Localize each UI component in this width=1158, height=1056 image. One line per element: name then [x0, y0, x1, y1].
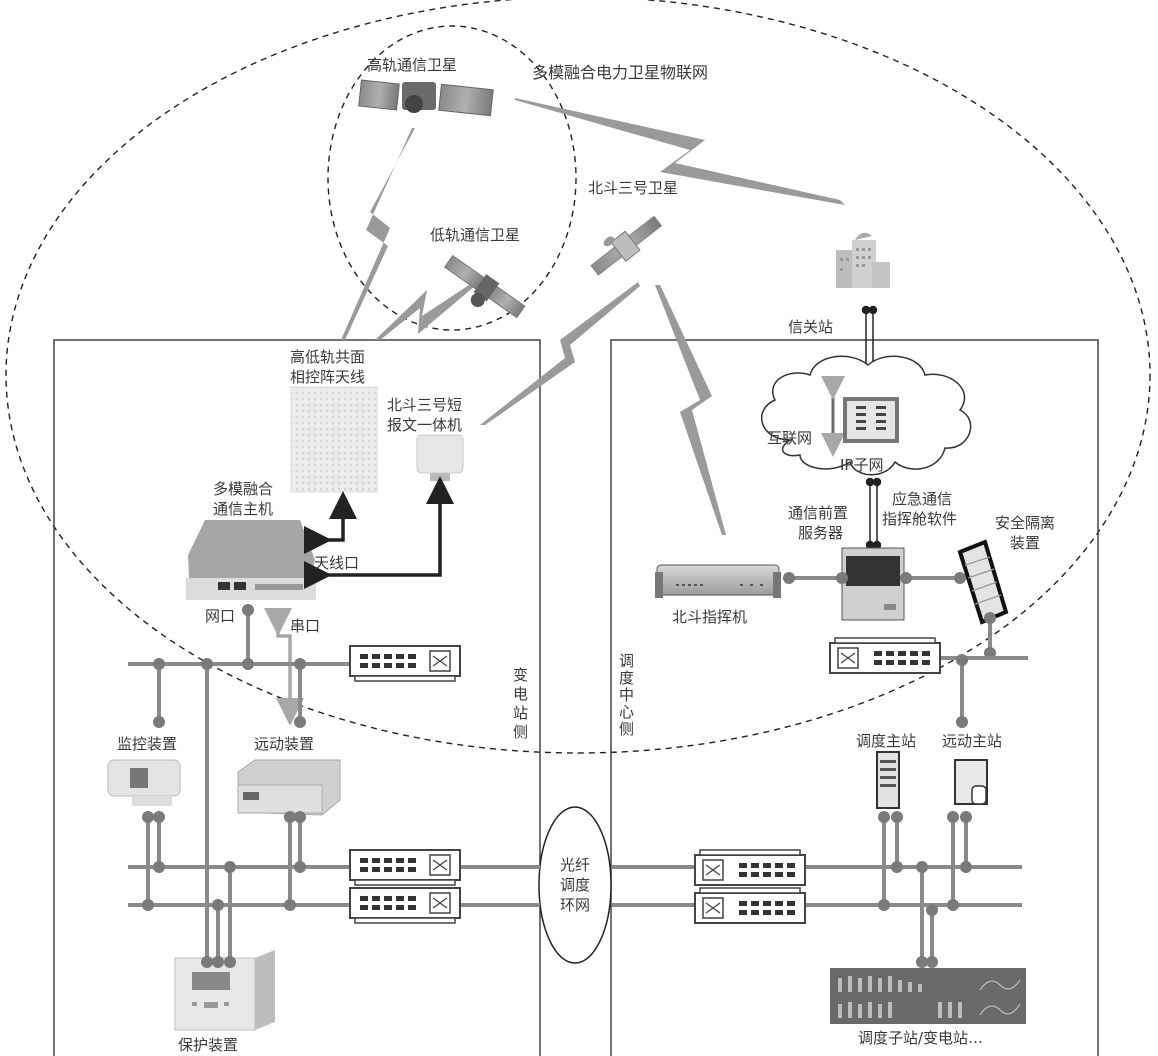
svg-text:变电站侧: 变电站侧 [513, 666, 528, 741]
svg-text:调度中心侧: 调度中心侧 [619, 652, 634, 738]
antenna-label-2: 相控阵天线 [290, 368, 365, 386]
dispatch-lower-links [612, 811, 1022, 968]
satellite-group-boundary [327, 25, 577, 331]
dispatch-region-label: 调度中心侧 [619, 652, 634, 738]
beidou-terminal-icon [416, 434, 464, 481]
dispatch-region [610, 339, 1099, 1056]
beidou-commander-icon [655, 564, 781, 598]
serial-port-label: 串口 [290, 617, 320, 635]
svg-text:光纤: 光纤 [560, 856, 590, 874]
monitor-camera-icon [107, 759, 181, 806]
wireless-links [341, 98, 845, 535]
leo-satellite-label: 低轨通信卫星 [430, 226, 520, 244]
diagram-title: 多模融合电力卫星物联网 [532, 63, 708, 82]
antenna-port-label: 天线口 [314, 554, 359, 572]
substation-lower-links [128, 811, 540, 968]
protection-device-icon [174, 950, 275, 1031]
gateway-station-icon [836, 232, 890, 288]
substation-upper-links [128, 604, 350, 962]
beidou-commander-label: 北斗指挥机 [672, 608, 747, 626]
security-isolation-icon [957, 539, 1009, 625]
beidou-terminal-label-1: 北斗三号短 [387, 396, 462, 414]
dispatch-switch-ring-2 [694, 887, 806, 924]
telecontrol-label: 远动装置 [254, 735, 314, 753]
front-server-label-1: 通信前置 [788, 504, 848, 522]
internet-label: 互联网 [767, 429, 812, 447]
ring-label: 光纤 调度 环网 [560, 856, 590, 914]
geo-satellite-label: 高轨通信卫星 [367, 56, 457, 74]
leo-satellite-icon [444, 254, 526, 319]
dispatch-master-label: 调度主站 [856, 732, 916, 750]
telecontrol-unit-icon [237, 759, 341, 816]
beidou-satellite-label: 北斗三号卫星 [588, 179, 678, 197]
gateway-label: 信关站 [788, 318, 833, 336]
dispatch-switch-upper [829, 637, 941, 674]
substations-label: 调度子站/变电站… [858, 1029, 983, 1047]
beidou-terminal-label-2: 报文一体机 [387, 416, 462, 434]
antenna-label-1: 高低轨共面 [290, 348, 365, 366]
link-geo-to-antenna [341, 128, 415, 340]
isolation-label-2: 装置 [1010, 534, 1040, 552]
ip-subnet-device-icon [843, 397, 899, 443]
emergency-software-label-1: 应急通信 [892, 490, 952, 508]
dispatch-upper-links [783, 572, 1028, 728]
geo-satellite-icon [358, 79, 494, 117]
substation-switch-ring-2 [349, 887, 461, 924]
svg-text:环网: 环网 [560, 896, 590, 914]
protection-label: 保护装置 [178, 1036, 238, 1054]
iot-network-boundary [5, 0, 1151, 754]
cloud-server-link [865, 477, 882, 550]
ip-subnet-label: IP子网 [840, 456, 883, 474]
telecontrol-master-label: 远动主站 [942, 732, 1002, 750]
emergency-software-label-2: 指挥舱软件 [882, 510, 957, 528]
phased-array-antenna-icon [290, 386, 378, 493]
substation-dashboard-icon [830, 968, 1026, 1024]
net-port-label: 网口 [205, 607, 235, 625]
substation-switch-upper [349, 645, 461, 682]
isolation-label-1: 安全隔离 [995, 514, 1055, 532]
serial-port-arrow [264, 608, 304, 726]
front-server-label-2: 服务器 [798, 524, 843, 542]
dispatch-switch-ring-1 [694, 849, 806, 886]
substation-switch-ring-1 [349, 849, 461, 886]
monitor-label: 监控装置 [117, 735, 177, 753]
beidou-satellite-icon [590, 215, 663, 276]
host-label-2: 通信主机 [213, 500, 273, 518]
substation-region [53, 339, 541, 1056]
link-beidou-to-commander [655, 285, 726, 535]
link-leo-to-antenna [375, 283, 475, 340]
substation-region-label: 变电站侧 [513, 666, 528, 741]
front-server-icon [841, 547, 905, 621]
svg-text:调度: 调度 [560, 876, 590, 894]
comm-host-icon [186, 520, 316, 600]
dispatch-master-server-icon [876, 751, 900, 809]
link-geo-to-gateway [515, 98, 845, 205]
antenna-port-arrows [304, 476, 454, 589]
link-beidou-to-terminal [480, 282, 640, 425]
fiber-ring-network [538, 806, 612, 964]
telecontrol-master-server-icon [954, 759, 988, 805]
host-label-1: 多模融合 [213, 480, 273, 498]
